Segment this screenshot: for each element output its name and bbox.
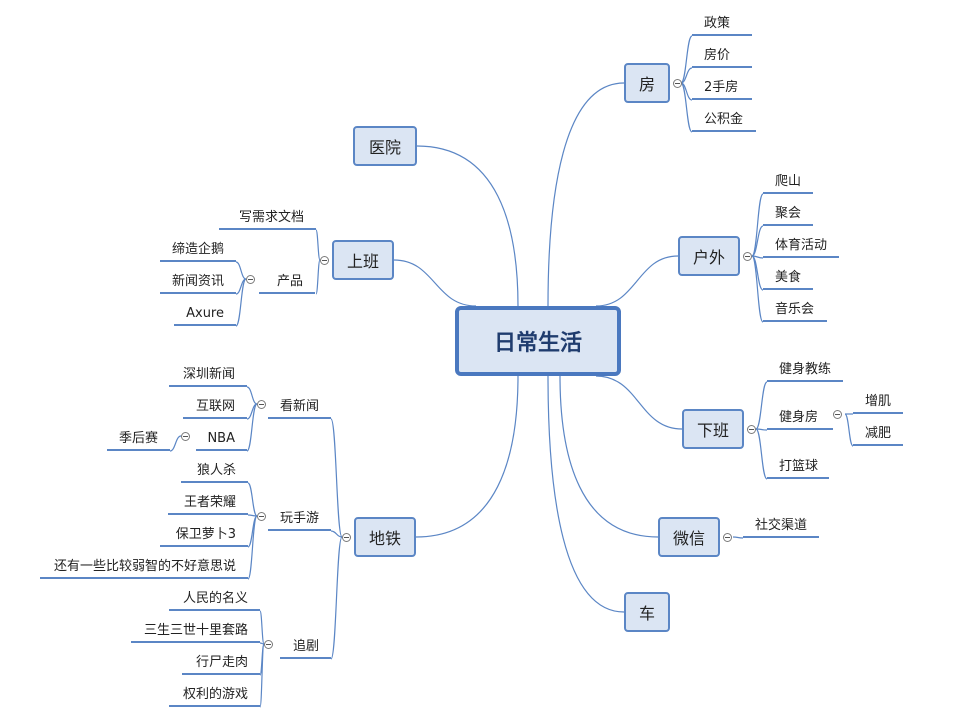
connector-1 [595, 255, 679, 307]
leaf-drama-walkingdead[interactable]: 行尸走肉 [182, 651, 260, 675]
collapse-toggle-product[interactable] [246, 275, 255, 284]
leaf-ditie-games[interactable]: 玩手游 [268, 507, 331, 531]
connector-18 [755, 428, 768, 431]
topic-weixin[interactable]: 微信 [658, 517, 720, 557]
collapse-toggle-fang[interactable] [673, 79, 682, 88]
leaf-huwai-climb[interactable]: 爬山 [763, 170, 813, 194]
leaf-huwai-food[interactable]: 美食 [763, 266, 813, 290]
collapse-toggle-games[interactable] [257, 512, 266, 521]
leaf-news-nba[interactable]: NBA [196, 427, 247, 451]
leaf-shangban-docs[interactable]: 写需求文档 [219, 206, 316, 230]
leaf-product-news[interactable]: 新闻资讯 [160, 270, 236, 294]
connector-42 [259, 643, 265, 708]
leaf-drama-people[interactable]: 人民的名义 [169, 587, 260, 611]
connector-12 [751, 193, 764, 257]
collapse-toggle-drama[interactable] [264, 640, 273, 649]
root-topic[interactable]: 日常生活 [455, 306, 621, 376]
topic-che[interactable]: 车 [624, 592, 670, 632]
connector-33 [246, 403, 258, 452]
leaf-games-werewolf[interactable]: 狼人杀 [181, 459, 248, 483]
connector-28 [330, 418, 343, 538]
leaf-gym-muscle[interactable]: 增肌 [853, 390, 903, 414]
leaf-shangban-product[interactable]: 产品 [259, 270, 315, 294]
leaf-huwai-party[interactable]: 聚会 [763, 202, 813, 226]
connector-30 [330, 536, 343, 660]
connector-39 [259, 610, 265, 645]
connector-7 [415, 375, 519, 538]
leaf-drama-thrones[interactable]: 权利的游戏 [169, 683, 260, 707]
leaf-product-penguin[interactable]: 缔造企鹅 [160, 238, 236, 262]
topic-shangban[interactable]: 上班 [332, 240, 394, 280]
leaf-product-axure[interactable]: Axure [174, 302, 236, 326]
leaf-news-internet[interactable]: 互联网 [183, 395, 247, 419]
connector-5 [416, 145, 519, 307]
leaf-fang-policy[interactable]: 政策 [692, 12, 752, 36]
connector-6 [393, 259, 477, 307]
connector-19 [755, 428, 768, 480]
topic-ditie[interactable]: 地铁 [354, 517, 416, 557]
connector-2 [595, 375, 683, 430]
collapse-toggle-news[interactable] [257, 400, 266, 409]
leaf-fang-secondhand[interactable]: 2手房 [692, 76, 752, 100]
connector-21 [844, 413, 854, 447]
connector-0 [547, 82, 625, 307]
leaf-xiaban-basketball[interactable]: 打篮球 [767, 455, 829, 479]
leaf-xiaban-coach[interactable]: 健身教练 [767, 358, 843, 382]
leaf-nba-playoffs[interactable]: 季后赛 [107, 427, 170, 451]
connector-22 [732, 536, 744, 539]
leaf-xiaban-gym[interactable]: 健身房 [767, 406, 833, 430]
leaf-games-honor[interactable]: 王者荣耀 [168, 491, 248, 515]
connector-8 [680, 35, 693, 84]
collapse-toggle-shangban[interactable] [320, 256, 329, 265]
connector-25 [235, 261, 247, 280]
topic-xiaban[interactable]: 下班 [682, 409, 744, 449]
leaf-games-other[interactable]: 还有一些比较弱智的不好意思说 [40, 555, 248, 579]
leaf-drama-sansheng[interactable]: 三生三世十里套路 [131, 619, 260, 643]
topic-fang[interactable]: 房 [624, 63, 670, 103]
connector-29 [330, 530, 343, 538]
connector-4 [547, 375, 625, 613]
connector-24 [315, 259, 321, 295]
connector-9 [680, 67, 693, 84]
leaf-ditie-drama[interactable]: 追剧 [280, 635, 331, 659]
connector-35 [247, 482, 258, 517]
connector-3 [559, 375, 659, 538]
connector-23 [315, 229, 321, 261]
collapse-toggle-weixin[interactable] [723, 533, 732, 542]
leaf-news-shenzhen[interactable]: 深圳新闻 [169, 363, 247, 387]
connector-11 [680, 82, 693, 133]
collapse-toggle-huwai[interactable] [743, 252, 752, 261]
leaf-gym-slim[interactable]: 减肥 [853, 422, 903, 446]
leaf-huwai-sports[interactable]: 体育活动 [763, 234, 839, 258]
connector-27 [235, 278, 247, 327]
leaf-fang-fund[interactable]: 公积金 [692, 108, 756, 132]
topic-huwai[interactable]: 户外 [678, 236, 740, 276]
leaf-games-carrot[interactable]: 保卫萝卜3 [160, 523, 248, 547]
collapse-toggle-xiaban[interactable] [747, 425, 756, 434]
collapse-toggle-gym[interactable] [833, 410, 842, 419]
leaf-ditie-news[interactable]: 看新闻 [268, 395, 331, 419]
leaf-huwai-concert[interactable]: 音乐会 [763, 298, 827, 322]
connector-17 [755, 381, 768, 430]
connector-38 [247, 515, 258, 580]
connector-34 [169, 435, 182, 452]
collapse-toggle-ditie[interactable] [342, 533, 351, 542]
connector-31 [246, 386, 258, 405]
topic-yiyuan[interactable]: 医院 [353, 126, 417, 166]
leaf-weixin-social[interactable]: 社交渠道 [743, 514, 819, 538]
connector-16 [751, 255, 764, 323]
leaf-fang-price[interactable]: 房价 [692, 44, 752, 68]
collapse-toggle-nba[interactable] [181, 432, 190, 441]
connector-13 [751, 225, 764, 257]
